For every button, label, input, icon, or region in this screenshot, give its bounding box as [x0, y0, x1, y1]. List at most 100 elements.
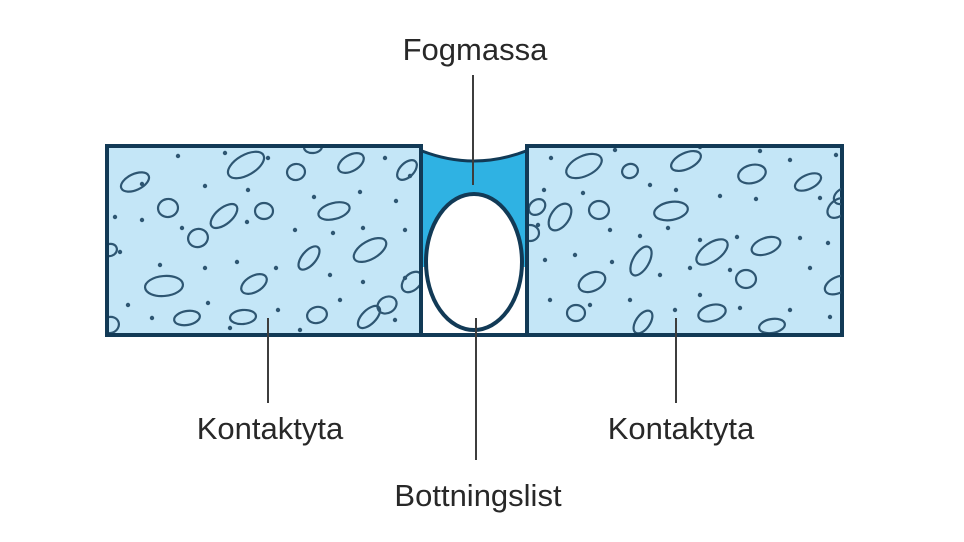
stone-shape	[302, 148, 324, 155]
stone-shape	[226, 150, 266, 180]
speckle-dot	[292, 227, 298, 233]
stone-shape	[337, 152, 365, 174]
speckle-dot	[407, 173, 413, 179]
speckle-dot	[205, 300, 211, 306]
speckle-dot	[657, 272, 663, 278]
stone-shape	[577, 270, 607, 294]
stone-shape	[156, 197, 180, 219]
speckle-dot	[580, 190, 586, 196]
stone-shape	[823, 274, 841, 296]
speckle-dot	[360, 225, 366, 231]
speckle-dot	[245, 187, 251, 193]
stone-shape	[209, 202, 239, 230]
speckle-dot	[734, 234, 740, 240]
stone-shape	[356, 304, 382, 330]
stone-shape	[119, 171, 151, 193]
speckle-dot	[330, 230, 336, 236]
speckle-dot	[757, 148, 763, 154]
speckle-dot	[787, 157, 793, 163]
speckle-dot	[548, 155, 554, 161]
speckle-dot	[139, 217, 145, 223]
speckle-dot	[402, 227, 408, 233]
speckle-dot	[392, 317, 398, 323]
speckle-dot	[234, 259, 240, 265]
stone-shape	[187, 227, 209, 249]
stone-shape	[695, 238, 729, 266]
stone-shape	[240, 273, 268, 295]
stone-shape	[565, 303, 587, 323]
stone-shape	[565, 152, 603, 180]
speckle-dot	[665, 225, 671, 231]
speckle-dot	[402, 275, 408, 281]
speckle-dot	[737, 305, 743, 311]
bottningslist-label: Bottningslist	[394, 478, 562, 513]
speckle-dot	[825, 240, 831, 246]
stone-shape	[826, 197, 841, 219]
speckle-dot	[637, 233, 643, 239]
speckle-dot	[612, 148, 618, 153]
speckle-dot	[179, 225, 185, 231]
kontaktyta-right-label: Kontaktyta	[608, 411, 755, 446]
stone-shape	[253, 201, 275, 221]
speckle-dot	[393, 198, 399, 204]
backer-rod	[424, 192, 524, 332]
speckle-dot	[112, 214, 118, 220]
speckle-dot	[275, 307, 281, 313]
speckle-dot	[327, 272, 333, 278]
speckle-dot	[117, 249, 123, 255]
stone-shape	[734, 268, 758, 290]
speckle-dot	[265, 155, 271, 161]
stone-shape	[697, 303, 727, 323]
speckle-dot	[360, 279, 366, 285]
speckle-dot	[817, 195, 823, 201]
stone-shape	[750, 235, 782, 257]
fogmassa-label: Fogmassa	[403, 32, 548, 67]
speckle-dot	[175, 153, 181, 159]
speckle-dot	[698, 148, 702, 150]
speckle-dot	[717, 193, 723, 199]
left-block-texture	[109, 148, 419, 333]
left-block	[105, 144, 423, 337]
speckle-dot	[202, 265, 208, 271]
stone-shape	[587, 199, 611, 221]
speckle-dot	[647, 182, 653, 188]
speckle-dot	[609, 259, 615, 265]
stone-shape	[621, 162, 639, 180]
speckle-dot	[202, 183, 208, 189]
stone-shape	[547, 202, 573, 232]
stone-shape	[670, 149, 702, 173]
speckle-dot	[541, 187, 547, 193]
speckle-dot	[244, 219, 250, 225]
stone-shape	[306, 305, 328, 325]
speckle-dot	[807, 265, 813, 271]
stone-shape	[737, 163, 767, 185]
speckle-dot	[672, 307, 678, 313]
speckle-dot	[547, 297, 553, 303]
right-block-texture	[529, 148, 841, 333]
stone-shape	[396, 159, 418, 181]
stone-shape	[109, 242, 118, 258]
stone-shape	[317, 201, 351, 221]
speckle-dot	[787, 307, 793, 313]
speckle-dot	[833, 152, 839, 158]
kontaktyta-left-label: Kontaktyta	[197, 411, 344, 446]
speckle-dot	[697, 292, 703, 298]
speckle-dot	[587, 302, 593, 308]
speckle-dot	[227, 325, 233, 331]
stone-shape	[352, 236, 388, 264]
stone-shape	[376, 295, 398, 315]
right-block-body	[525, 144, 844, 337]
speckle-dot	[273, 265, 279, 271]
stone-shape	[758, 317, 786, 333]
stone-shape	[529, 198, 547, 216]
speckle-dot	[697, 237, 703, 243]
stone-shape	[173, 309, 201, 327]
speckle-dot	[797, 235, 803, 241]
speckle-dot	[149, 315, 155, 321]
stone-shape	[653, 200, 689, 222]
speckle-dot	[157, 262, 163, 268]
stone-shape	[632, 309, 654, 333]
speckle-dot	[297, 327, 303, 333]
